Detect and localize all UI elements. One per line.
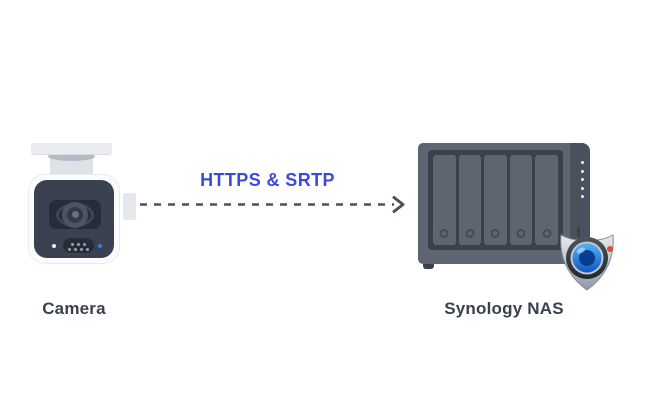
nas-label: Synology NAS	[444, 299, 564, 318]
ir-led-dots	[71, 242, 74, 246]
camera-indicator-blue	[98, 244, 102, 248]
bay-screw-icon	[465, 229, 475, 238]
drive-bay	[484, 155, 507, 245]
shield-alert-dot	[607, 246, 613, 252]
drive-bay-row	[428, 150, 563, 250]
camera-label: Camera	[42, 299, 106, 318]
nas-led-column	[581, 161, 584, 198]
nas-led	[581, 195, 584, 198]
bay-screw-icon	[516, 229, 526, 238]
drive-bay	[535, 155, 558, 245]
drive-bay	[509, 155, 533, 245]
camera-mount-shadow	[48, 152, 95, 161]
camera-lens-center	[71, 211, 79, 218]
camera-ir-led-cluster	[63, 238, 94, 253]
nas-side-panel	[570, 143, 590, 264]
nas-led	[581, 178, 584, 181]
drive-bay	[433, 155, 456, 245]
nas-power-slot	[576, 227, 580, 237]
bay-screw-icon	[490, 229, 500, 238]
camera-side-connector	[123, 193, 136, 220]
nas-led	[581, 186, 584, 190]
camera-indicator-white	[52, 244, 56, 248]
nas-led	[581, 169, 584, 173]
dashed-arrow-icon	[140, 196, 405, 213]
bay-screw-icon	[439, 229, 449, 238]
connection-protocol-label: HTTPS & SRTP	[200, 170, 335, 190]
nas-illustration	[418, 143, 624, 293]
surveillance-shield-icon	[560, 234, 614, 291]
security-camera-icon	[28, 174, 120, 264]
bay-screw-icon	[542, 229, 552, 238]
camera-mount-bar	[31, 143, 112, 155]
drive-bay	[458, 155, 482, 245]
camera-illustration	[28, 142, 168, 267]
nas-led	[581, 161, 584, 164]
nas-foot	[423, 261, 434, 269]
